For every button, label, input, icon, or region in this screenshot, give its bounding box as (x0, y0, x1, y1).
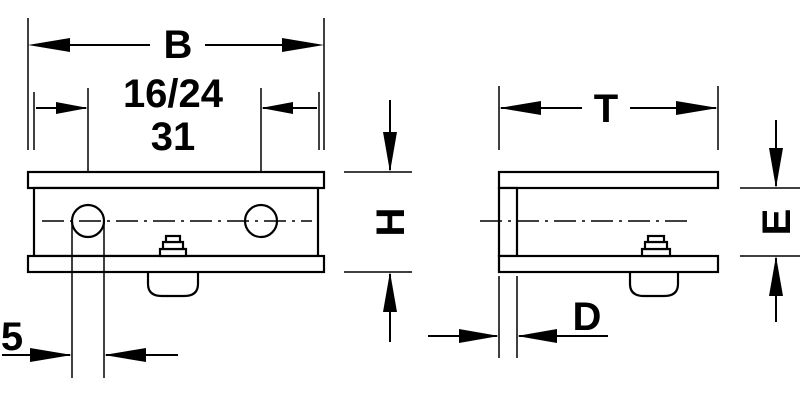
h-arrow-top (383, 132, 397, 172)
t-arrow-right (676, 101, 718, 115)
t-arrow-left (499, 101, 541, 115)
b-arrow-left (28, 38, 70, 52)
e-arrow-bottom (769, 256, 783, 296)
side-bottom-flange (497, 254, 720, 274)
t-label: T (594, 87, 618, 131)
side-web (497, 186, 519, 258)
hole5-label: 5 (1, 315, 23, 359)
h-arrow-bottom (383, 272, 397, 312)
e-arrow-top (769, 148, 783, 188)
side-top-flange (497, 170, 720, 190)
width-value-1: 16/24 (123, 72, 224, 116)
d-arrow-left (459, 329, 499, 343)
hole-arrow-left (56, 102, 88, 114)
b-label: B (164, 23, 193, 67)
front-top-plate (26, 170, 326, 190)
d-arrow-right (517, 329, 557, 343)
e-label: E (755, 209, 799, 236)
side-bumper (628, 268, 680, 298)
h-label: H (369, 208, 413, 237)
front-view: B 16/24 31 (1, 18, 326, 378)
side-set-screw (640, 234, 672, 258)
front-bumper (146, 268, 200, 298)
front-set-screw (158, 234, 188, 258)
side-view: T D (428, 86, 720, 358)
d-label: D (573, 295, 602, 339)
inner-dimension: E (740, 120, 800, 322)
hole5-arrow-right (104, 348, 146, 362)
height-dimension: H (344, 100, 413, 342)
hole-arrow-right (261, 102, 293, 114)
hole5-arrow-left (30, 348, 72, 362)
b-arrow-right (282, 38, 324, 52)
width-value-2: 31 (151, 115, 196, 159)
